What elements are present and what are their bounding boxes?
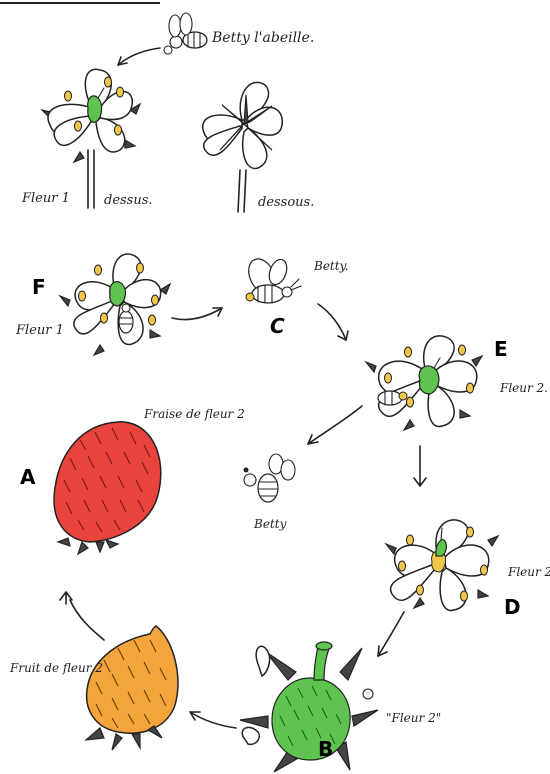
- flower1-top: [42, 69, 140, 208]
- label-fraise: Fraise de fleur 2: [143, 407, 245, 421]
- letter-e: E: [494, 337, 508, 361]
- label-fleur1-top: Fleur 1: [21, 191, 70, 206]
- strawberry-a: [54, 422, 161, 554]
- arrow-b-to-fruit: [190, 712, 236, 728]
- flower2-d: [386, 520, 498, 611]
- label-fraise-text: Fraise de fleur 2: [143, 407, 245, 421]
- bee-mid: [244, 454, 296, 502]
- orange-fruit: [86, 626, 178, 750]
- label-betty-top: Betty l'abeille.: [211, 30, 314, 46]
- letter-b: B: [318, 737, 333, 761]
- letter-a: A: [20, 465, 36, 489]
- arrow-e-to-betty: [308, 406, 362, 444]
- label-fruit: Fruit de fleur 2: [9, 661, 103, 675]
- arrow-f-to-c: [172, 308, 222, 320]
- arrow-d-to-b: [378, 612, 404, 656]
- arrow-bee-to-flower1: [118, 48, 160, 65]
- flower1-f: [60, 254, 170, 355]
- letter-d: D: [504, 595, 521, 619]
- flower1-underside: [203, 82, 283, 212]
- bee-top: [164, 13, 207, 54]
- green-fruit-b: [240, 642, 378, 772]
- label-betty-mid: Betty: [253, 517, 287, 531]
- label-fleur2-d: Fleur 2: [507, 565, 550, 579]
- flower2-e: [366, 336, 482, 430]
- label-dessous: dessous.: [258, 195, 314, 210]
- arrow-fruit-to-strawberry: [70, 600, 104, 640]
- letter-c: C: [270, 314, 285, 338]
- label-fleur2-e: Fleur 2.: [499, 381, 548, 395]
- label-betty-c: Betty.: [313, 259, 349, 273]
- letter-f: F: [32, 275, 46, 299]
- arrow-c-to-e: [318, 304, 346, 340]
- bee-c: [244, 255, 301, 303]
- label-dessus: dessus.: [104, 193, 153, 208]
- label-fleur1-f: Fleur 1: [15, 323, 64, 338]
- label-fleur2-b: "Fleur 2": [386, 711, 441, 725]
